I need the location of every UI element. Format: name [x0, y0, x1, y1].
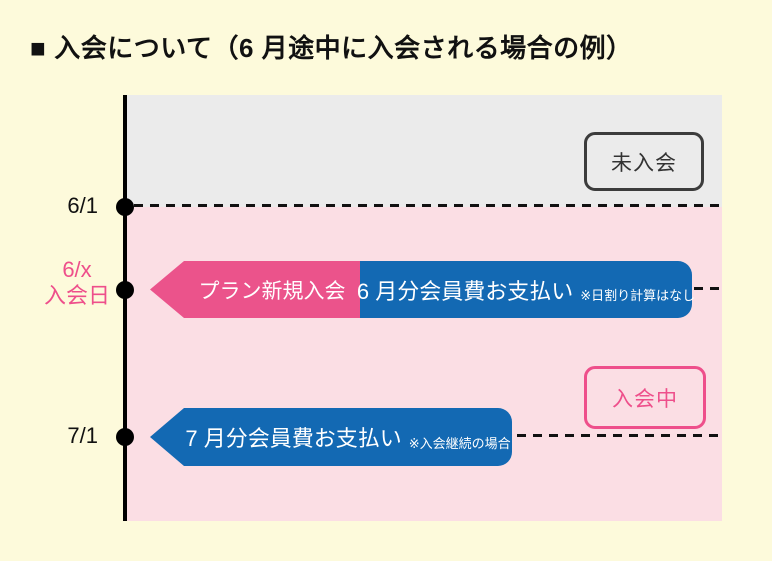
- june-fee-banner: 6 月分会員費お支払い ※日割り計算はなし: [356, 261, 696, 318]
- timeline-dot-june1: [116, 198, 134, 216]
- date-label-junex: 6/x 入会日: [30, 257, 124, 310]
- date-label-june1: 6/1: [67, 193, 98, 218]
- july-fee-arrow-tip-icon: [150, 408, 184, 466]
- june-fee-banner-note: ※日割り計算はなし: [580, 288, 696, 303]
- june-fee-banner-label: 6 月分会員費お支払い: [356, 278, 574, 304]
- date-label-july1: 7/1: [67, 423, 98, 448]
- date-label-junex-date: 6/x: [62, 257, 92, 282]
- page-title: ■入会について（6 月途中に入会される場合の例）: [30, 28, 633, 65]
- member-band: [127, 207, 722, 521]
- july-fee-arrow-note: ※入会継続の場合: [408, 435, 511, 451]
- plan-join-arrow-tip-icon: [150, 261, 184, 318]
- dashed-line-junex: [694, 287, 722, 290]
- july-fee-arrow: 7 月分会員費お支払い ※入会継続の場合: [150, 408, 512, 466]
- status-badge-member: 入会中: [584, 366, 706, 429]
- status-badge-not-member: 未入会: [584, 132, 704, 191]
- timeline-dot-junex: [116, 281, 134, 299]
- plan-join-arrow: プラン新規入会: [150, 261, 360, 318]
- plan-join-arrow-label: プラン新規入会: [184, 261, 360, 318]
- july-fee-arrow-body: 7 月分会員費お支払い ※入会継続の場合: [184, 408, 512, 466]
- status-badge-member-label: 入会中: [612, 387, 678, 411]
- dashed-line-july1: [517, 434, 722, 437]
- status-badge-not-member-label: 未入会: [611, 151, 677, 175]
- timeline-axis: [123, 95, 127, 521]
- july-fee-arrow-label: 7 月分会員費お支払い: [185, 426, 402, 451]
- title-bullet-icon: ■: [30, 33, 47, 63]
- page-title-text: 入会について（6 月途中に入会される場合の例）: [54, 33, 633, 63]
- timeline-dot-july1: [116, 428, 134, 446]
- dashed-line-june1: [134, 204, 722, 207]
- date-label-junex-caption: 入会日: [43, 283, 110, 309]
